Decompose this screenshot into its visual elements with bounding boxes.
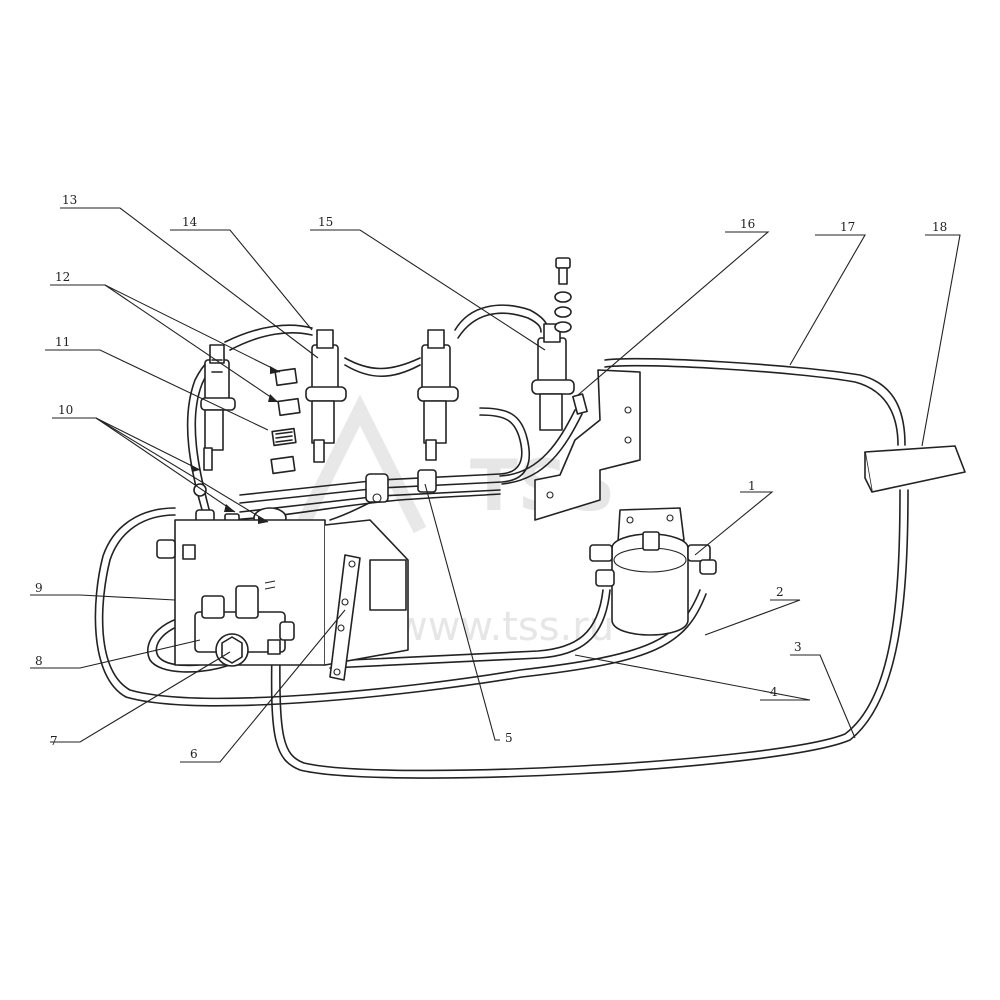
callout-4: 4 xyxy=(770,685,778,699)
callout-12: 12 xyxy=(55,270,70,284)
callout-13: 13 xyxy=(62,193,77,207)
return-line-17 xyxy=(604,357,906,446)
callout-14: 14 xyxy=(182,215,198,229)
injector-4 xyxy=(531,323,575,431)
callout-6: 6 xyxy=(190,747,198,761)
callout-7: 7 xyxy=(50,734,58,748)
fuel-lines xyxy=(94,304,909,779)
injector-2 xyxy=(305,329,347,463)
bolt-and-washers xyxy=(554,257,572,333)
bracket-16 xyxy=(534,369,641,521)
callout-9: 9 xyxy=(35,581,43,595)
callout-18: 18 xyxy=(932,220,947,234)
fuel-line-4 xyxy=(329,589,611,669)
hp-line-b xyxy=(224,324,313,343)
callout-17: 17 xyxy=(840,220,855,234)
fuel-filter-1 xyxy=(589,507,717,636)
callout-2: 2 xyxy=(776,585,784,599)
fuel-line-8 xyxy=(147,614,231,673)
callout-10: 10 xyxy=(58,403,73,417)
leader-lines xyxy=(30,207,961,763)
fuel-pump xyxy=(156,519,409,667)
callout-15: 15 xyxy=(318,215,333,229)
injector-1 xyxy=(200,344,236,471)
manifold-line-5 xyxy=(239,414,523,496)
fuel-line-2 xyxy=(101,514,701,700)
fuel-line-3 xyxy=(270,489,909,779)
fuel-tank-18 xyxy=(864,445,966,493)
hp-line-c xyxy=(344,357,421,370)
injector-3 xyxy=(417,329,459,461)
callout-8: 8 xyxy=(35,654,43,668)
stay-bar-6 xyxy=(329,554,361,681)
callout-5: 5 xyxy=(505,731,513,745)
washers-12-13 xyxy=(270,367,301,475)
callout-16: 16 xyxy=(740,217,755,231)
callout-1: 1 xyxy=(748,479,756,493)
callout-11: 11 xyxy=(55,335,70,349)
hp-line-d xyxy=(454,304,549,331)
callout-3: 3 xyxy=(794,640,802,654)
callout-labels: 1 2 3 4 5 6 7 8 9 10 11 12 13 14 15 16 1… xyxy=(35,193,947,761)
watermark-url: www.tss.ru xyxy=(395,604,614,650)
